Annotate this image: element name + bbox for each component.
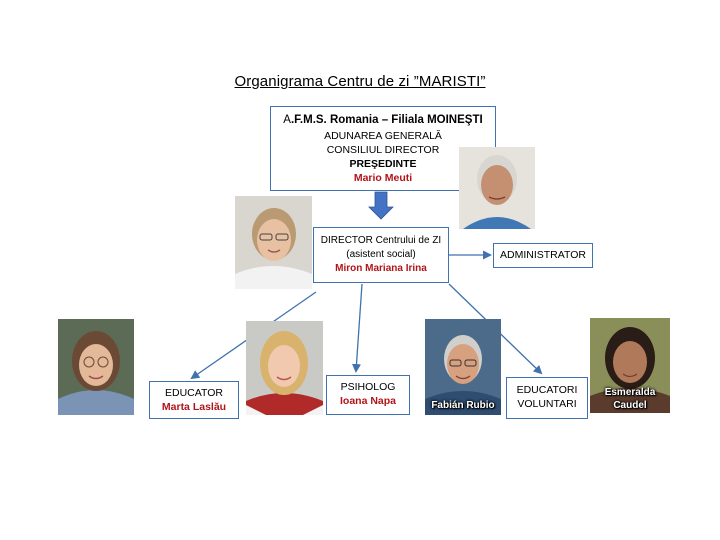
administrator-label: ADMINISTRATOR: [500, 249, 586, 261]
connector-director-psiholog: [351, 283, 363, 373]
chart-title: Organigrama Centru de zi ”MARISTI”: [234, 73, 486, 90]
director-name: Miron Mariana Irina: [335, 263, 427, 274]
esmeralda-caption: Esmeralda Caudel: [604, 387, 656, 411]
educator-name: Marta Laslău: [161, 401, 227, 413]
volunteers-line1: EDUCATORI: [516, 384, 578, 396]
fabian-photo: [425, 319, 501, 415]
president-box: A.F.M.S. Romania – Filiala MOINEŞTI ADUN…: [270, 106, 496, 191]
director-photo: [235, 196, 312, 289]
psiholog-photo: [246, 321, 323, 415]
psiholog-role: PSIHOLOG: [340, 381, 396, 393]
director-title: DIRECTOR Centrului de ZI: [320, 235, 442, 246]
educator-photo: [58, 319, 134, 415]
psiholog-box: PSIHOLOG Ioana Napa: [326, 375, 410, 415]
administrator-box: ADMINISTRATOR: [493, 243, 593, 268]
volunteers-box: EDUCATORI VOLUNTARI: [506, 377, 588, 419]
educator-box: EDUCATOR Marta Laslău: [149, 381, 239, 419]
board-label: CONSILIUL DIRECTOR: [326, 144, 440, 156]
psiholog-name: Ioana Napa: [339, 395, 397, 407]
director-subtitle: (asistent social): [346, 249, 416, 260]
general-assembly-label: ADUNAREA GENERALĂ: [324, 130, 442, 142]
block-arrow-down: [368, 191, 394, 220]
president-role: PREŞEDINTE: [349, 158, 417, 170]
president-name: Mario Meuti: [353, 172, 413, 184]
director-box: DIRECTOR Centrului de ZI (asistent socia…: [313, 227, 449, 283]
org-name: A.F.M.S. Romania – Filiala MOINEŞTI: [283, 114, 483, 126]
educator-role: EDUCATOR: [165, 387, 223, 399]
president-photo: [459, 147, 535, 229]
volunteers-line2: VOLUNTARI: [517, 398, 577, 410]
esmeralda-photo: [590, 318, 670, 413]
fabian-caption: Fabián Rubio: [431, 400, 495, 411]
